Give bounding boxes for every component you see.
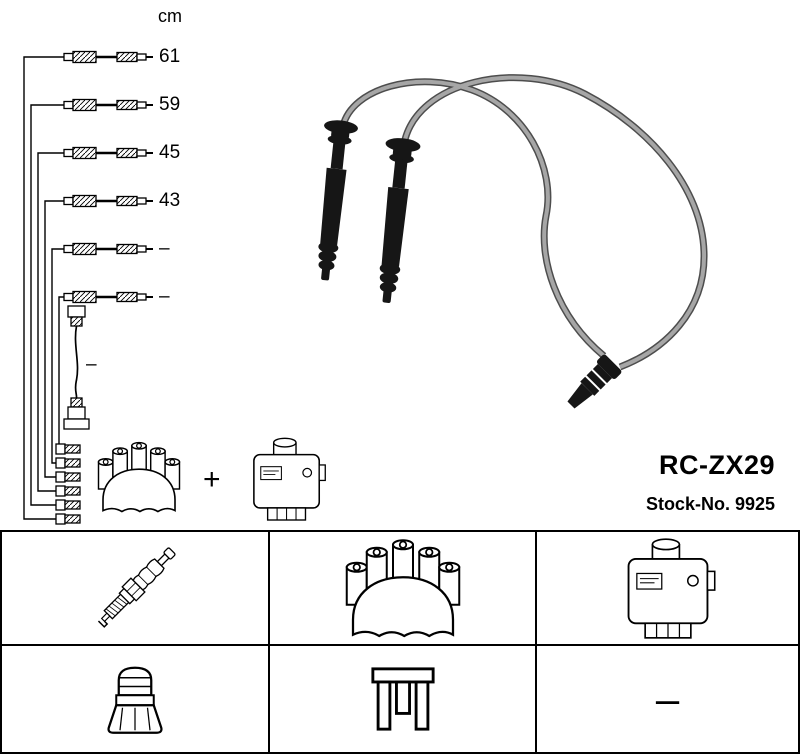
stock-number: Stock-No. 9925 bbox=[645, 494, 775, 514]
ignition-coil-small-icon bbox=[253, 437, 327, 521]
ignition-cable-icon bbox=[62, 98, 155, 112]
plug-boot-icon bbox=[307, 118, 359, 282]
distributor-terminal-icon bbox=[55, 513, 81, 525]
ignition-coil-icon bbox=[627, 538, 716, 639]
ignition-cable-icon bbox=[62, 50, 155, 64]
plug-boot-icon bbox=[369, 136, 422, 305]
cable-length-value: 59 bbox=[159, 94, 181, 115]
cable-length-rows bbox=[62, 50, 155, 304]
bracket-lines bbox=[23, 56, 64, 520]
ignition-cable-icon bbox=[62, 290, 155, 304]
cable-length-value: 43 bbox=[159, 190, 181, 211]
terminal-boot-icon bbox=[107, 666, 163, 734]
cable-length-value: 61 bbox=[159, 46, 181, 67]
spark-plug-icon bbox=[92, 543, 180, 631]
distributor-terminal-icon bbox=[55, 443, 81, 455]
part-number: RC-ZX29 bbox=[658, 450, 775, 480]
ignition-cable-icon bbox=[62, 194, 155, 208]
cable-length-value: – bbox=[159, 238, 170, 259]
cable-length-value: – bbox=[159, 286, 170, 307]
parts-grid: – bbox=[0, 530, 800, 754]
plus-sign: + bbox=[203, 463, 221, 496]
plug-wires-illustration bbox=[307, 74, 708, 415]
distributor-cap-icon bbox=[338, 536, 468, 641]
dash-label: – bbox=[655, 675, 680, 722]
grid-cell-terminal-boot bbox=[2, 646, 270, 752]
grid-cell-ignition-coil bbox=[537, 532, 798, 646]
distributor-terminal-icon bbox=[55, 485, 81, 497]
cable-length-value: 45 bbox=[159, 142, 181, 163]
distributor-terminal-icon bbox=[55, 457, 81, 469]
distributor-terminal-stack bbox=[55, 443, 81, 525]
kit-illustration bbox=[23, 50, 708, 525]
grid-cell-distributor-cap bbox=[270, 532, 537, 646]
coil-wire-length-value: – bbox=[86, 354, 97, 375]
unit-label: cm bbox=[158, 6, 182, 26]
distributor-cap-small-icon bbox=[99, 443, 180, 512]
wire-connector-icon bbox=[561, 353, 623, 415]
grid-cell-spark-plug bbox=[2, 532, 270, 646]
grid-cell-dash: – bbox=[537, 646, 798, 752]
distributor-terminal-icon bbox=[55, 471, 81, 483]
distributor-terminal-icon bbox=[55, 499, 81, 511]
ignition-cable-icon bbox=[62, 242, 155, 256]
ignition-cable-icon bbox=[62, 146, 155, 160]
coil-wire-icon bbox=[63, 305, 90, 430]
grid-cell-coil-terminal bbox=[270, 646, 537, 752]
coil-terminal-icon bbox=[370, 667, 435, 731]
